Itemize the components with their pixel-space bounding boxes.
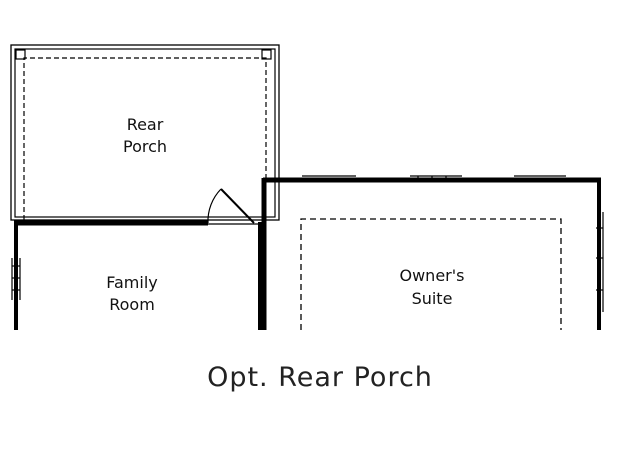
owners-suite-top-windows [302,175,566,182]
rear-porch-outline [10,44,280,221]
owners-suite-label-line2: Suite [412,289,453,308]
rear-porch-inner-edge [14,48,276,218]
rear-porch-label-line1: Rear [127,115,164,134]
owners-suite-side-window [596,212,604,312]
owners-suite-label-line1: Owner's [400,266,465,285]
porch-post-top-left [15,49,26,60]
family-room-label-line2: Room [109,295,155,314]
rear-porch-dashed-line [23,57,267,220]
porch-wall [14,220,262,226]
family-room-walls [14,221,262,330]
rear-porch-outer-edge [10,44,280,221]
rear-porch-label-line2: Porch [123,137,167,156]
owners-suite-dashed-line [300,218,562,330]
door-swing [207,188,255,224]
porch-post-top-right [261,49,272,60]
family-room-label-line1: Family [106,273,157,292]
plan-caption: Opt. Rear Porch [207,362,433,393]
family-room-window [11,258,21,300]
